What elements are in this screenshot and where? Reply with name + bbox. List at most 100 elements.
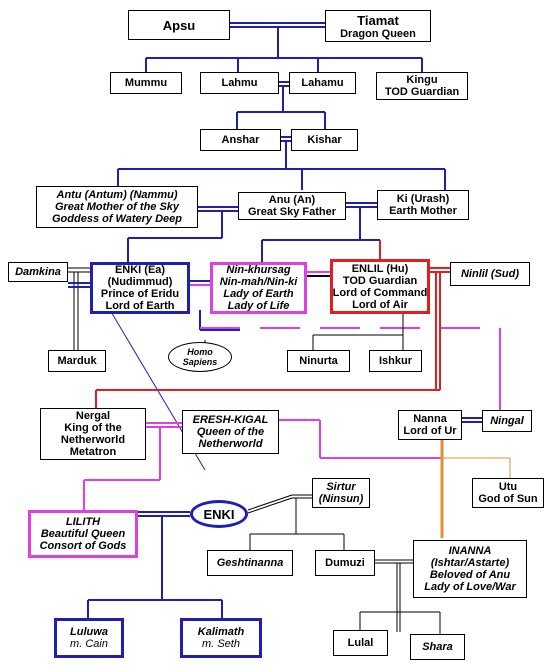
node-enlil-title-1: TOD Guardian bbox=[342, 274, 418, 287]
node-inanna-title-2: Lady of Love/War bbox=[424, 581, 516, 593]
node-antu-title-2: Goddess of Watery Deep bbox=[52, 213, 182, 225]
node-homo-sapiens-line-2: Sapiens bbox=[182, 357, 218, 367]
node-mummu-name: Mummu bbox=[124, 77, 168, 89]
node-utu-name: Utu bbox=[498, 481, 518, 493]
ninkhursag-enlil-links bbox=[200, 271, 501, 410]
anu-consort-links bbox=[127, 202, 381, 262]
node-enki-alias: (Nudimmud) bbox=[107, 276, 173, 288]
node-ishkur-name: Ishkur bbox=[378, 355, 412, 367]
node-mummu[interactable]: Mummu bbox=[110, 72, 182, 94]
node-ereshkigal[interactable]: ERESH-KIGAL Queen of the Netherworld bbox=[182, 410, 279, 454]
node-ki-name: Ki (Urash) bbox=[396, 193, 450, 205]
node-enki-2-name: ENKI bbox=[203, 506, 235, 522]
node-ki-title: Earth Mother bbox=[389, 205, 457, 217]
node-inanna-alias: (Ishtar/Astarte) bbox=[430, 557, 510, 569]
node-inanna[interactable]: INANNA (Ishtar/Astarte) Beloved of Anu L… bbox=[413, 540, 527, 598]
node-nergal[interactable]: Nergal King of the Netherworld Metatron bbox=[40, 408, 146, 460]
node-damkina[interactable]: Damkina bbox=[8, 262, 68, 282]
node-antu[interactable]: Antu (Antum) (Nammu) Great Mother of the… bbox=[36, 186, 198, 228]
node-lahmu[interactable]: Lahmu bbox=[200, 72, 279, 94]
lahmu-lahamu-links bbox=[236, 81, 326, 129]
node-ninkhursag[interactable]: Nin-khursag Nin-mah/Nin-ki Lady of Earth… bbox=[210, 262, 307, 314]
node-sirtur[interactable]: Sirtur (Ninsun) bbox=[312, 478, 370, 508]
node-anu-name: Anu (An) bbox=[268, 194, 316, 206]
node-geshtinanna-name: Geshtinanna bbox=[216, 557, 284, 569]
node-ninlil-name: Ninlil (Sud) bbox=[460, 268, 520, 280]
node-nanna[interactable]: Nanna Lord of Ur bbox=[398, 410, 462, 440]
node-anu[interactable]: Anu (An) Great Sky Father bbox=[238, 192, 346, 220]
node-enlil-title-2: Lord of Command bbox=[332, 286, 428, 299]
node-lahamu-name: Lahamu bbox=[301, 77, 344, 89]
node-dumuzi[interactable]: Dumuzi bbox=[315, 550, 375, 576]
node-homo-sapiens[interactable]: Homo Sapiens bbox=[168, 342, 232, 372]
node-lahamu[interactable]: Lahamu bbox=[289, 72, 356, 94]
node-anshar-name: Anshar bbox=[221, 134, 260, 146]
enki-sirtur-links bbox=[247, 494, 345, 550]
node-lahmu-name: Lahmu bbox=[221, 77, 258, 89]
node-enlil[interactable]: ENLIL (Hu) TOD Guardian Lord of Command … bbox=[330, 259, 430, 314]
node-luluwa-name: Luluwa bbox=[70, 626, 108, 638]
node-enki[interactable]: ENKI (Ea) (Nudimmud) Prince of Eridu Lor… bbox=[90, 262, 190, 314]
node-utu[interactable]: Utu God of Sun bbox=[472, 478, 544, 508]
damkina-enki-links bbox=[68, 267, 90, 350]
node-sirtur-alias: (Ninsun) bbox=[318, 493, 364, 505]
anshar-kishar-links bbox=[117, 136, 446, 190]
node-nanna-name: Nanna bbox=[413, 413, 447, 425]
node-sirtur-name: Sirtur bbox=[326, 481, 356, 493]
node-luluwa[interactable]: Luluwa m. Cain bbox=[54, 618, 124, 658]
node-lulal-name: Lulal bbox=[347, 637, 374, 649]
node-enlil-title-3: Lord of Air bbox=[352, 298, 408, 311]
enlil-ninlil-links bbox=[95, 267, 450, 408]
node-lilith-title-2: Consort of Gods bbox=[39, 540, 127, 552]
node-kalimath[interactable]: Kalimath m. Seth bbox=[180, 618, 262, 658]
node-lilith-name: LILITH bbox=[65, 516, 101, 528]
node-ninurta[interactable]: Ninurta bbox=[287, 350, 350, 372]
node-tiamat-name: Tiamat bbox=[357, 12, 399, 28]
node-nanna-title: Lord of Ur bbox=[403, 425, 457, 437]
node-anshar[interactable]: Anshar bbox=[200, 129, 281, 151]
node-dumuzi-name: Dumuzi bbox=[325, 557, 365, 569]
node-lilith[interactable]: LILITH Beautiful Queen Consort of Gods bbox=[28, 510, 138, 558]
node-ningal[interactable]: Ningal bbox=[482, 410, 532, 432]
node-ereshkigal-title-2: Netherworld bbox=[198, 438, 263, 450]
node-lilith-title-1: Beautiful Queen bbox=[40, 528, 126, 540]
nergal-ereshkigal-links bbox=[83, 419, 442, 510]
node-ninkhursag-alias: Nin-mah/Nin-ki bbox=[219, 276, 298, 288]
node-geshtinanna[interactable]: Geshtinanna bbox=[207, 550, 293, 576]
node-enki-title-1: Prince of Eridu bbox=[100, 288, 180, 300]
node-antu-name: Antu (Antum) (Nammu) bbox=[56, 189, 178, 201]
node-tiamat[interactable]: Tiamat Dragon Queen bbox=[325, 10, 431, 42]
node-kishar-name: Kishar bbox=[307, 134, 342, 146]
node-marduk-name: Marduk bbox=[57, 355, 97, 367]
node-apsu[interactable]: Apsu bbox=[128, 10, 230, 40]
lilith-enki-links bbox=[87, 511, 223, 618]
node-kingu-title: TOD Guardian bbox=[384, 86, 460, 98]
node-kalimath-spouse: m. Seth bbox=[202, 638, 240, 650]
node-ereshkigal-title-1: Queen of the bbox=[196, 426, 265, 438]
node-inanna-name: INANNA bbox=[448, 545, 492, 557]
node-nergal-title-1: King of the bbox=[64, 422, 122, 434]
node-nergal-title-2: Netherworld bbox=[60, 434, 126, 446]
node-enki-name: ENKI (Ea) bbox=[114, 264, 166, 276]
node-ninlil[interactable]: Ninlil (Sud) bbox=[450, 262, 530, 286]
node-shara-name: Shara bbox=[422, 641, 453, 653]
node-shara[interactable]: Shara bbox=[410, 634, 465, 660]
node-anu-title: Great Sky Father bbox=[247, 206, 337, 218]
dumuzi-inanna-links bbox=[359, 559, 441, 634]
node-ninkhursag-title-2: Lady of Life bbox=[227, 300, 290, 312]
node-enki-2[interactable]: ENKI bbox=[190, 500, 248, 528]
node-ki[interactable]: Ki (Urash) Earth Mother bbox=[377, 190, 469, 220]
node-luluwa-spouse: m. Cain bbox=[70, 638, 108, 650]
node-kingu[interactable]: Kingu TOD Guardian bbox=[376, 72, 468, 100]
node-marduk[interactable]: Marduk bbox=[48, 350, 106, 372]
node-lulal[interactable]: Lulal bbox=[333, 630, 388, 656]
node-kalimath-name: Kalimath bbox=[197, 626, 245, 638]
node-homo-sapiens-line-1: Homo bbox=[187, 347, 213, 357]
node-enki-title-2: Lord of Earth bbox=[105, 300, 175, 312]
apsu-tiamat-links bbox=[145, 22, 423, 72]
node-nergal-name: Nergal bbox=[75, 410, 111, 422]
node-nergal-alias: Metatron bbox=[69, 446, 117, 458]
node-ishkur[interactable]: Ishkur bbox=[369, 350, 422, 372]
node-kishar[interactable]: Kishar bbox=[291, 129, 358, 151]
node-ningal-name: Ningal bbox=[490, 415, 524, 427]
